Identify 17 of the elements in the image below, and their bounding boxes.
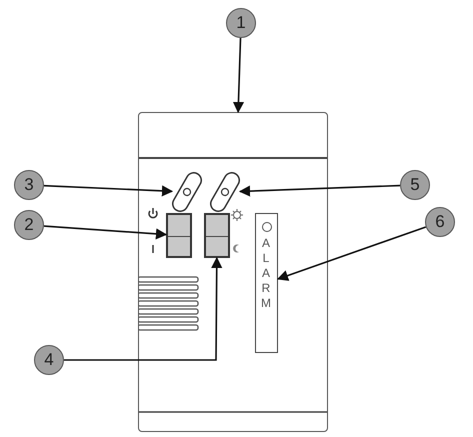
- alarm-label: ALARM: [261, 236, 271, 311]
- leader-arrow: [238, 184, 400, 197]
- callout-number: 3: [14, 170, 44, 200]
- alarm-indicator-strip: [255, 213, 278, 353]
- leader-arrow: [276, 226, 426, 281]
- callout-number: 5: [400, 170, 430, 200]
- rocker-switch: [166, 213, 192, 258]
- callout-number: 1: [226, 8, 256, 38]
- leader-arrow: [44, 184, 174, 196]
- callout-number: 2: [14, 210, 44, 240]
- control-panel-housing: [138, 112, 328, 432]
- leader-arrow: [64, 256, 222, 361]
- leader-arrow: [44, 225, 168, 240]
- callout-number: 6: [425, 207, 455, 237]
- leader-arrow: [232, 38, 244, 114]
- callout-number: 4: [34, 345, 64, 375]
- rocker-switch: [204, 213, 230, 258]
